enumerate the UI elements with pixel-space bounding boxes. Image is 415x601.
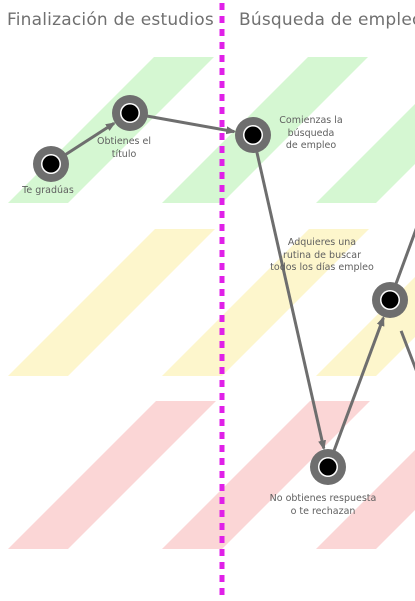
mood-band-neutral	[8, 229, 415, 376]
mood-band-stripe	[316, 104, 415, 203]
mood-band-stripe	[8, 57, 214, 203]
event-label-start-search: Comienzas la búsqueda de empleo	[279, 115, 343, 151]
journey-connector-5	[394, 227, 415, 285]
mood-band-stripe	[8, 401, 216, 549]
journey-connector-4	[332, 315, 385, 452]
journey-connector-6	[399, 330, 415, 372]
event-label-rejection: No obtienes respuesta o te rechazan	[269, 493, 377, 517]
stage-title-job-search: Búsqueda de empleo	[239, 10, 415, 30]
node-diploma	[112, 95, 148, 131]
mood-band-stripe	[162, 229, 369, 376]
stage-title-studies: Finalización de estudios	[7, 10, 214, 30]
journey-connector-1	[64, 122, 116, 157]
node-graduation	[33, 146, 69, 182]
mood-band-stripe	[8, 229, 215, 376]
mood-band-stripe	[316, 450, 415, 549]
node-start-search	[235, 117, 271, 153]
event-label-graduation: Te gradúas	[22, 185, 74, 196]
event-label-routine: Adquieres una rutina de buscar todos los…	[270, 237, 374, 273]
node-routine	[372, 282, 408, 318]
mood-band-stripe	[162, 401, 370, 549]
mood-band-negative	[8, 401, 415, 549]
journey-connector-3	[255, 151, 326, 451]
event-label-diploma: Obtienes el título	[96, 136, 152, 160]
node-rejection	[310, 449, 346, 485]
journey-connector-2	[146, 114, 237, 135]
